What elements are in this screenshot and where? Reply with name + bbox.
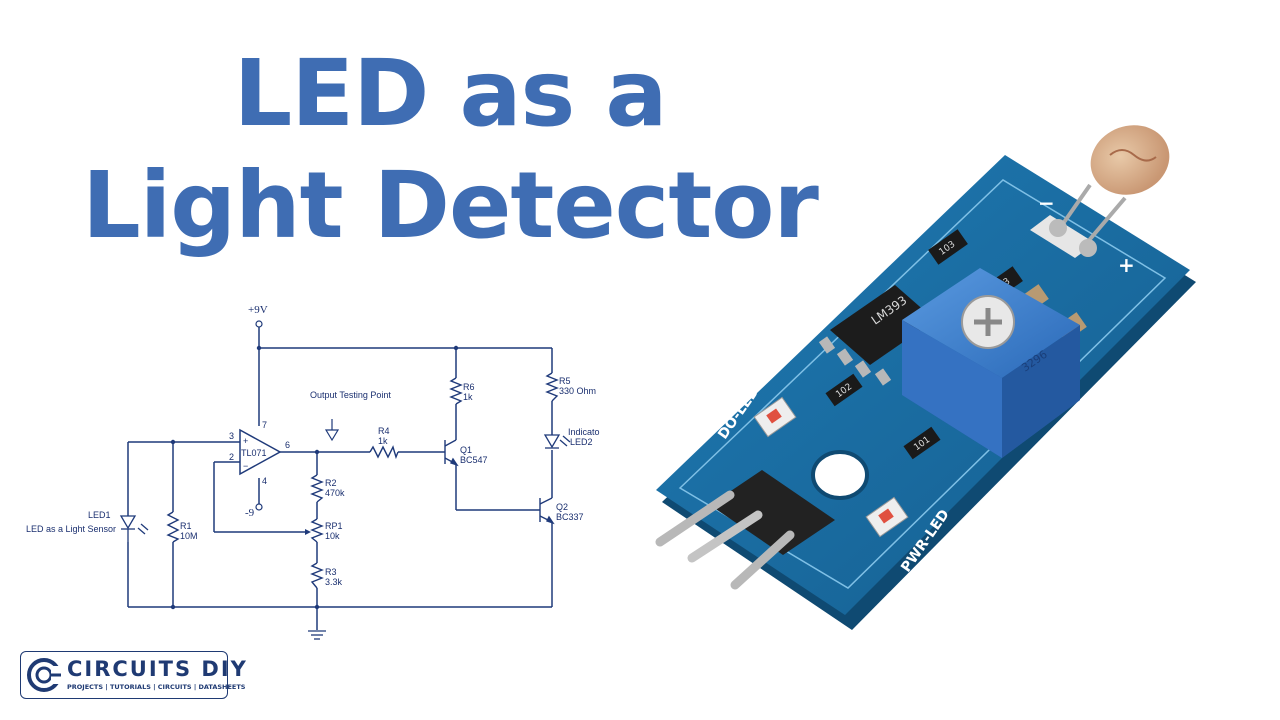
opamp-pin-7: 7: [262, 420, 267, 430]
r2-symbol: [310, 474, 324, 503]
potentiometer-knob-icon: 3296: [902, 268, 1080, 458]
q2-value: BC337: [556, 512, 584, 522]
r1-ref: R1: [180, 521, 192, 531]
led2-desc: LED2: [570, 437, 593, 447]
opamp-pin-6: 6: [285, 440, 290, 450]
supply-neg-label: -9: [245, 507, 255, 519]
supply-pos-terminal: [255, 320, 263, 328]
title-line-1: LED as a: [233, 40, 668, 147]
opamp-pin-4: 4: [262, 476, 267, 486]
test-point-arrow-icon: [324, 419, 340, 442]
led1-symbol: [119, 515, 149, 542]
ldr-minus-label: −: [1038, 191, 1055, 215]
q1-value: BC547: [460, 455, 488, 465]
circuit-schematic: +9V -9 TL071 + − 3 2 6 7 4 Output Testin…: [26, 304, 600, 640]
schematic-wires: [127, 327, 553, 630]
r6-symbol: [449, 377, 463, 405]
q2-ref: Q2: [556, 502, 568, 512]
r5-ref: R5: [559, 376, 571, 386]
led2-symbol: [543, 434, 571, 449]
r5-symbol: [545, 372, 559, 402]
r3-symbol: [310, 562, 324, 589]
sensor-module-image: LM393 103 103 102 101 3296 DO-LED PWR-LE…: [655, 125, 1196, 630]
ground-icon: [308, 630, 326, 640]
opamp-label: TL071: [241, 448, 267, 458]
opamp-pin-2: 2: [229, 452, 234, 462]
do-led-icon: [753, 396, 797, 438]
pwr-led-icon: [865, 496, 909, 538]
opamp-minus: −: [243, 461, 248, 471]
q1-symbol: [444, 439, 459, 467]
r2-ref: R2: [325, 478, 337, 488]
r4-value: 1k: [378, 436, 388, 446]
r6-ref: R6: [463, 382, 475, 392]
opamp-pin-3: 3: [229, 431, 234, 441]
r1-symbol: [166, 511, 180, 543]
r2-value: 470k: [325, 488, 345, 498]
led1-ref: LED1: [88, 510, 111, 520]
q1-ref: Q1: [460, 445, 472, 455]
pin-header: [655, 470, 835, 590]
r3-value: 3.3k: [325, 577, 343, 587]
junction-dots: [170, 345, 459, 610]
r3-ref: R3: [325, 567, 337, 577]
page-title: LED as a Light Detector: [60, 38, 840, 262]
supply-pos-label: +9V: [248, 304, 268, 316]
r1-value: 10M: [180, 531, 198, 541]
pcb-silk-outline: [678, 179, 1167, 589]
ldr-plus-label: +: [1118, 253, 1135, 277]
opamp-symbol: [239, 428, 282, 476]
opamp-plus: +: [243, 436, 248, 446]
mounting-hole: [811, 450, 869, 500]
circuits-diy-logo: CIRCUITS DIY PROJECTS | TUTORIALS | CIRC…: [20, 651, 246, 699]
test-point-label: Output Testing Point: [310, 390, 391, 400]
r5-value: 330 Ohm: [559, 386, 596, 396]
ldr-sensor-icon: [1030, 125, 1170, 258]
rp1-symbol: [310, 518, 324, 543]
q2-symbol: [539, 497, 555, 525]
r4-ref: R4: [378, 426, 390, 436]
r4-symbol: [369, 445, 399, 460]
rp1-ref: RP1: [325, 521, 343, 531]
logo-name: CIRCUITS DIY: [67, 657, 248, 681]
title-line-2: Light Detector: [82, 152, 819, 259]
logo-tagline: PROJECTS | TUTORIALS | CIRCUITS | DATASH…: [67, 683, 246, 691]
rp1-value: 10k: [325, 531, 340, 541]
rp1-wiper-icon: [305, 529, 311, 535]
r6-value: 1k: [463, 392, 473, 402]
led1-desc: LED as a Light Sensor: [26, 524, 116, 534]
logo-mark-icon: [27, 658, 61, 692]
resistor-symbols: [166, 372, 559, 589]
supply-neg-terminal: [255, 503, 263, 511]
led2-ref: Indicator: [568, 427, 600, 437]
